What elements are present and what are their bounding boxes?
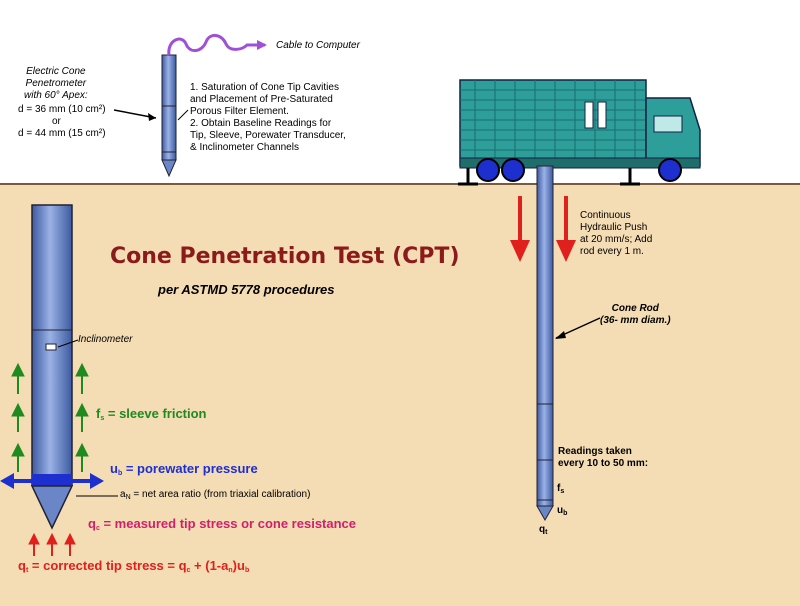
qt-sub2: c: [186, 567, 191, 574]
step-line: & Inclinometer Channels: [190, 142, 299, 153]
area-ratio-label: aN = net area ratio (from triaxial calib…: [120, 489, 310, 501]
sleeve-arrows: [11, 362, 89, 472]
push-note-line: Hydraulic Push: [580, 222, 648, 233]
rod-fs: f: [557, 483, 561, 494]
corrected-tip-label: qt = corrected tip stress = qc + (1-an)u…: [18, 558, 249, 574]
page-title: Cone Penetration Test (CPT): [110, 244, 460, 269]
ub-symbol: u: [110, 461, 118, 476]
inclinometer-label: Inclinometer: [78, 334, 133, 345]
rod-qt-sub: t: [545, 529, 548, 536]
qt-text3: )u: [232, 558, 245, 573]
procedure-steps: 1. Saturation of Cone Tip Cavities and P…: [190, 82, 346, 154]
qt-text1: = corrected tip stress = q: [28, 558, 187, 573]
cone-rod-label: Cone Rod (36- mm diam.): [600, 303, 671, 327]
probe-label-line: Penetrometer: [25, 78, 87, 89]
cable-label: Cable to Computer: [276, 40, 360, 51]
qt-text2: + (1-a: [190, 558, 229, 573]
probe-dimensions: d = 36 mm (10 cm²) or d = 44 mm (15 cm²): [18, 104, 106, 140]
probe-dim-44: d = 44 mm (15 cm²): [18, 128, 106, 139]
push-note-line: rod every 1 m.: [580, 246, 644, 257]
rod-symbol-ub: ub: [557, 505, 567, 517]
probe-dim-or: or: [52, 116, 61, 127]
ub-text: = porewater pressure: [122, 461, 258, 476]
an-symbol: a: [120, 489, 126, 500]
cone-rod-line: Cone Rod: [611, 303, 659, 314]
surface-probe: [161, 54, 177, 178]
probe-label-line: with 60° Apex:: [24, 90, 88, 101]
step-line: Tip, Sleeve, Porewater Transducer,: [190, 130, 346, 141]
rod-symbol-qt: qt: [539, 524, 547, 536]
rod-symbol-fs: fs: [557, 483, 564, 495]
sleeve-friction-label: fs = sleeve friction: [96, 406, 207, 422]
an-sub: N: [125, 494, 131, 501]
qt-sub3: n: [228, 567, 233, 574]
page-subtitle: per ASTMD 5778 procedures: [158, 282, 335, 297]
ub-sub: b: [117, 470, 123, 477]
probe-label-line: Electric Cone: [26, 66, 86, 77]
porewater-arrow: [0, 473, 104, 489]
steps-pointer: [177, 109, 189, 121]
step-line: and Placement of Pre-Saturated: [190, 94, 333, 105]
fs-sub: s: [100, 415, 105, 422]
push-note-line: Continuous: [580, 210, 631, 221]
an-text: = net area ratio (from triaxial calibrat…: [130, 489, 311, 500]
qc-symbol: q: [88, 516, 96, 531]
rod-ub: u: [557, 505, 564, 516]
soil: [0, 184, 800, 606]
porewater-label: ub = porewater pressure: [110, 461, 258, 477]
readings-line: Readings taken: [558, 446, 632, 457]
probe-label: Electric Cone Penetrometer with 60° Apex…: [24, 66, 88, 102]
qt-sub4: b: [244, 567, 250, 574]
readings-line: every 10 to 50 mm:: [558, 458, 649, 469]
push-arrows: [510, 196, 576, 262]
qt-symbol: q: [18, 558, 26, 573]
step-line: 1. Saturation of Cone Tip Cavities: [190, 82, 339, 93]
qt-sub: t: [25, 567, 29, 574]
probe-dim-36: d = 36 mm (10 cm²): [18, 104, 106, 115]
step-line: Porous Filter Element.: [190, 106, 289, 117]
readings-label: Readings taken every 10 to 50 mm:: [558, 446, 648, 470]
rod-qt: q: [539, 524, 546, 535]
cable: [167, 34, 267, 56]
cone-rod: [536, 165, 554, 522]
step-line: 2. Obtain Baseline Readings for: [190, 118, 332, 129]
rod-ub-sub: b: [563, 510, 568, 517]
push-note: Continuous Hydraulic Push at 20 mm/s; Ad…: [580, 210, 652, 258]
cone-rod-line: (36- mm diam.): [600, 315, 671, 326]
qc-sub: c: [95, 525, 100, 532]
tip-resistance-label: qc = measured tip stress or cone resista…: [88, 516, 356, 532]
tip-arrows: [28, 532, 76, 556]
fs-symbol: f: [96, 406, 101, 421]
rod-fs-sub: s: [560, 488, 565, 495]
push-note-line: at 20 mm/s; Add: [580, 234, 653, 245]
inclinometer-pointer: [57, 339, 79, 348]
truck: [458, 79, 701, 186]
fs-text: = sleeve friction: [104, 406, 207, 421]
qc-text: = measured tip stress or cone resistance: [99, 516, 357, 531]
